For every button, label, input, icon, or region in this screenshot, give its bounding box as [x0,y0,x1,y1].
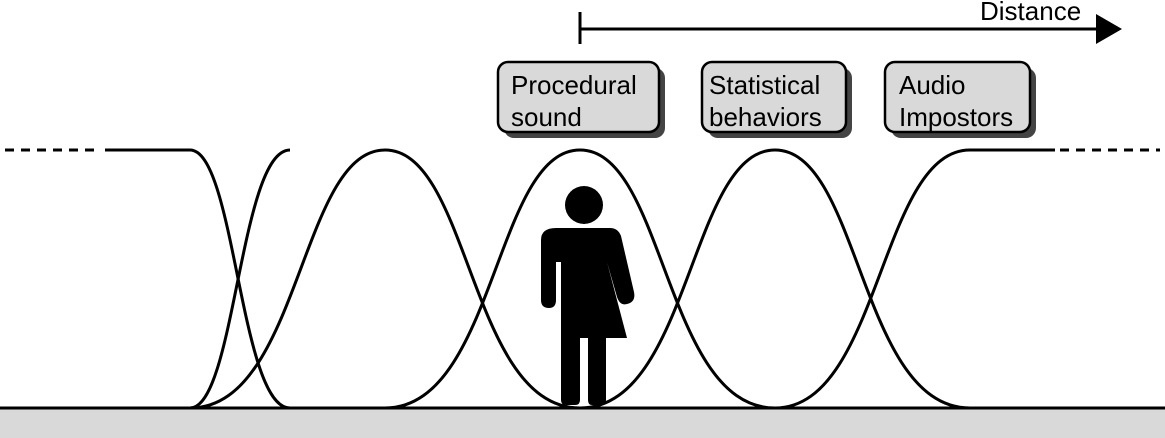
box-label-line2: behaviors [709,102,822,132]
curve-left-plateau [105,148,291,410]
curve-bell-2 [384,148,776,410]
curve-bell-3 [579,148,971,410]
curve-left-rise [189,148,291,410]
distance-label: Distance [980,0,1081,26]
box-label-line1: Statistical [709,70,820,100]
box-audio-impostors: Audio Impostors [883,60,1036,138]
distance-arrow-icon [578,12,1122,44]
curve-bell-1 [189,148,581,410]
box-label-line2: sound [511,102,582,132]
ground-fill [0,408,1165,438]
box-statistical-behaviors: Statistical behaviors [700,60,852,138]
box-procedural-sound: Procedural sound [496,60,665,138]
box-label-line1: Audio [899,70,966,100]
person-icon [541,186,635,405]
box-label-line2: Impostors [899,102,1013,132]
curve-right-plateau [774,148,1055,410]
box-label-line1: Procedural [511,70,637,100]
